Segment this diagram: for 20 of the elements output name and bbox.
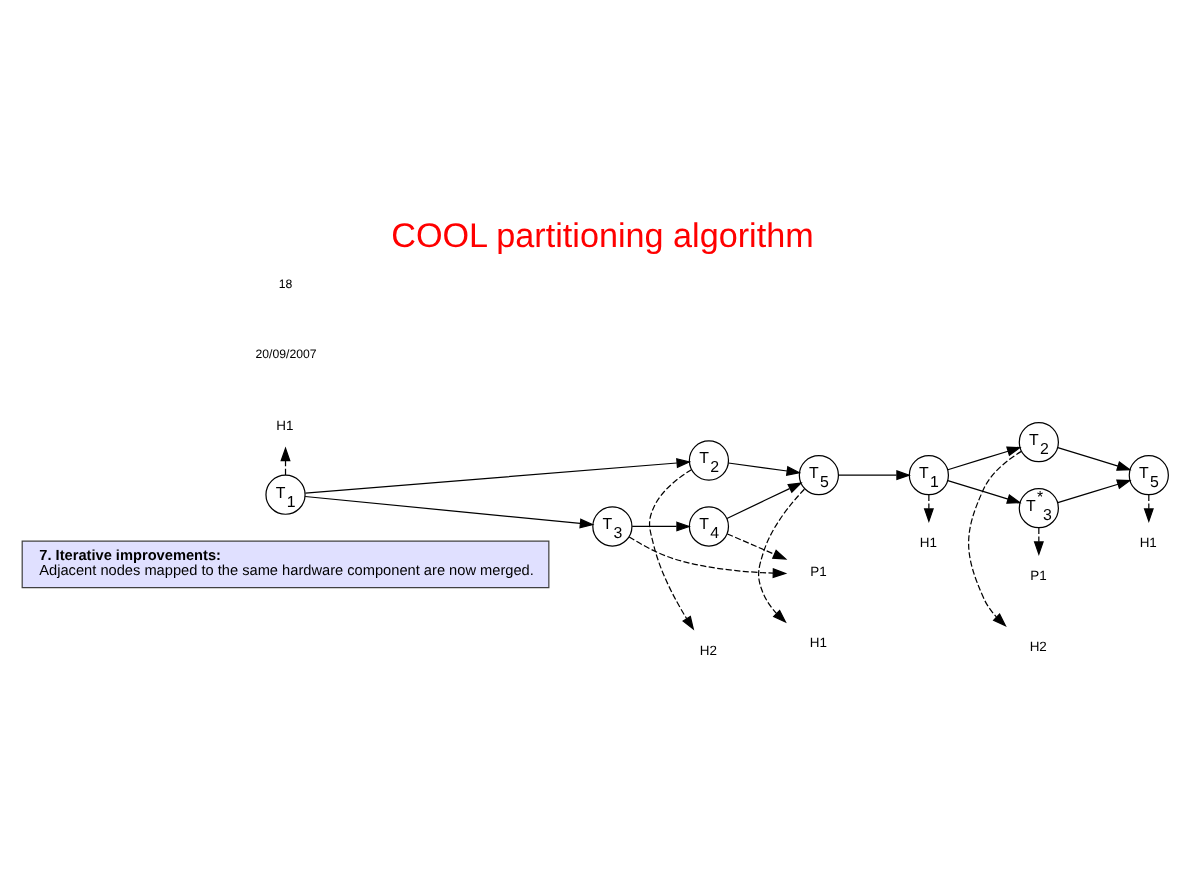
arrow <box>280 446 291 476</box>
arrow <box>304 495 595 529</box>
arrow <box>648 469 695 631</box>
arrow <box>628 536 788 579</box>
arrow <box>968 450 1022 627</box>
arrow <box>726 533 788 560</box>
arrow <box>1033 527 1044 556</box>
arrow <box>947 480 1022 504</box>
arrow <box>1057 447 1132 471</box>
arrow <box>631 521 691 532</box>
arrow <box>923 494 934 523</box>
arrow <box>727 462 802 476</box>
diagram-title: COOL partitioning algorithm <box>391 217 814 256</box>
arrow <box>304 457 692 494</box>
arrow <box>947 446 1022 471</box>
arrow <box>1143 494 1154 523</box>
arrow <box>758 488 805 624</box>
arrow <box>1057 479 1132 504</box>
arrow <box>726 482 803 520</box>
arrow <box>838 470 911 481</box>
